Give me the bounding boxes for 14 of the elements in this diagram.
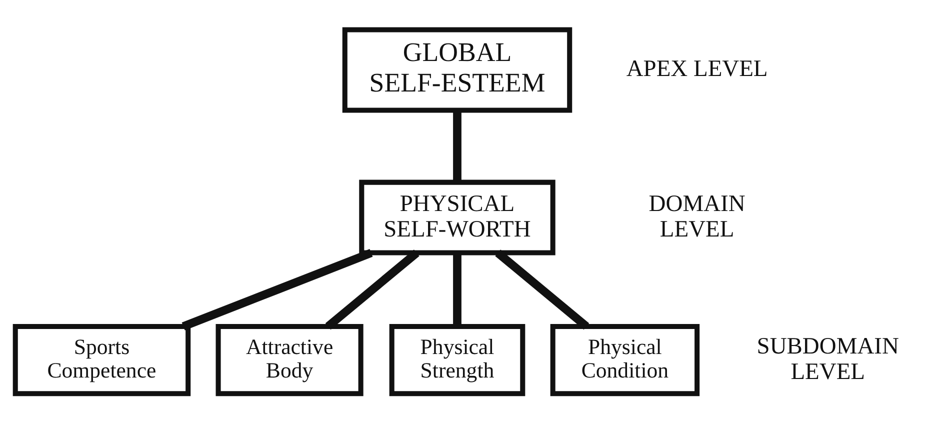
node-box: Physical Strength <box>389 324 526 396</box>
node-box: Sports Competence <box>12 324 191 396</box>
node-box: GLOBAL SELF-ESTEEM <box>342 26 572 112</box>
node-box: PHYSICAL SELF-WORTH <box>359 179 556 255</box>
connector <box>182 248 373 330</box>
connector <box>325 249 420 330</box>
label: SUBDOMAIN LEVEL <box>756 333 899 384</box>
node-box: Physical Condition <box>550 324 700 396</box>
node-box: Attractive Body <box>216 324 364 396</box>
connector <box>495 249 590 330</box>
connector <box>453 110 462 182</box>
connector <box>453 252 462 326</box>
label: DOMAIN LEVEL <box>648 190 746 242</box>
label: APEX LEVEL <box>626 56 768 82</box>
